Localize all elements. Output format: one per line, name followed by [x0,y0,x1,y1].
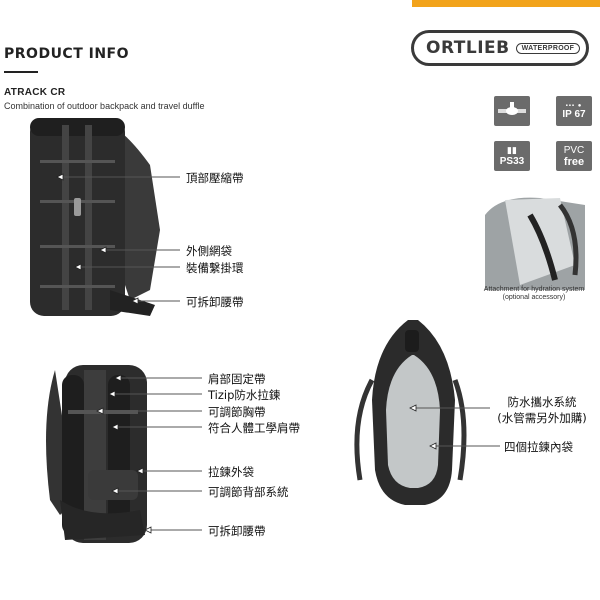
label-top-compression-strap: 頂部壓縮帶 [186,171,244,185]
label-inner-zip-pockets: 四個拉鍊內袋 [504,440,573,454]
ps-label: PS33 [499,156,525,167]
free-label: free [563,155,585,168]
hydration-caption-line1: Attachment for hydration system [483,286,585,293]
pvc-free-icon: PVC free [556,141,592,171]
label-hydration-line1: 防水攜水系統 [507,395,577,409]
label-ergonomic-straps: 符合人體工學肩帶 [208,421,300,435]
hydration-caption-line2: (optional accessory) [502,294,566,301]
ps33-icon: ▮▮ PS33 [494,141,530,171]
logo-word: ORTLIEB [426,38,510,58]
backpack-back-image [46,365,147,543]
label-chest-strap: 可調節胸帶 [208,405,266,419]
label-shoulder-fix-strap: 肩部固定帶 [208,372,266,386]
pvc-label: PVC [563,144,585,156]
label-mesh-pocket: 外側網袋 [186,244,232,258]
hydration-caption: Attachment for hydration system (optiona… [470,286,598,302]
label-hip-belt-front: 可拆卸腰帶 [186,295,244,309]
label-hip-belt-back: 可拆卸腰帶 [208,524,266,538]
page-title: PRODUCT INFO [4,46,130,62]
accent-bar [412,0,600,7]
open-bag-image [354,320,467,505]
ip-label: IP 67 [562,108,586,120]
ip67-icon: ▪▪▪ ● IP 67 [556,96,592,126]
label-gear-loops: 裝備繫掛環 [186,261,244,275]
backpack-front-image [30,118,160,316]
zipper-icon [494,96,530,126]
leader-lines [60,176,500,531]
title-underline [4,71,38,73]
label-zip-pocket: 拉鍊外袋 [208,465,254,479]
label-tizip-zipper: Tizip防水拉鍊 [208,388,281,402]
leader-arrows [56,173,437,534]
label-back-system: 可調節背部系統 [208,485,289,499]
label-hydration-line2: (水管需另外加購) [497,411,587,425]
label-hydration-system: 防水攜水系統 (水管需另外加購) [494,394,590,426]
hydration-detail-image [485,197,585,290]
ortlieb-logo: ORTLIEB WATERPROOF [411,30,589,66]
product-description: Combination of outdoor backpack and trav… [4,101,205,111]
product-name: ATRACK CR [4,87,66,98]
logo-badge: WATERPROOF [515,42,581,54]
